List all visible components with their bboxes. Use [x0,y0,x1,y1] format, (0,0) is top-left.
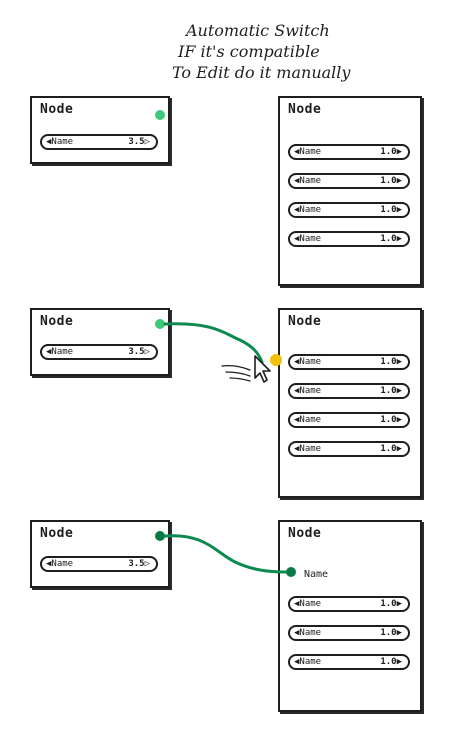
connected-link-wire [163,534,288,574]
field-value: 1.0▶ [380,657,402,667]
note-line-1: Automatic Switch [186,21,330,40]
node-field[interactable]: ◀Name 3.5▷ [40,134,158,150]
node-title: Node [40,526,74,541]
target-node[interactable]: Node ◀Name 1.0▶ ◀Name 1.0▶ ◀Name 1.0▶ ◀N… [278,96,422,286]
field-value: 1.0▶ [380,628,402,638]
field-label: ◀Name [294,176,322,186]
target-node[interactable]: Node ◀Name 1.0▶ ◀Name 1.0▶ ◀Name 1.0▶ ◀N… [278,308,422,498]
field-label: ◀Name [294,599,322,609]
node-title: Node [288,102,322,117]
field-label: ◀Name [294,628,322,638]
node-title: Node [288,314,322,329]
field-value: 3.5▷ [128,559,150,569]
node-field[interactable]: ◀Name 1.0▶ [288,412,410,428]
field-label: ◀Name [46,347,74,357]
field-label: ◀Name [294,357,322,367]
output-socket[interactable] [155,110,165,120]
field-value: 1.0▶ [380,357,402,367]
field-label: ◀Name [294,147,322,157]
node-field[interactable]: ◀Name 1.0▶ [288,625,410,641]
node-title: Node [40,102,74,117]
note-line-2: IF it's compatible [178,42,320,61]
target-node[interactable]: Node Name ◀Name 1.0▶ ◀Name 1.0▶ ◀Name 1.… [278,520,422,712]
field-value: 1.0▶ [380,444,402,454]
field-label: ◀Name [46,137,74,147]
node-field[interactable]: ◀Name 3.5▷ [40,556,158,572]
source-node[interactable]: Node ◀Name 3.5▷ [30,308,170,376]
field-label: ◀Name [294,205,322,215]
node-field[interactable]: ◀Name 3.5▷ [40,344,158,360]
field-label: ◀Name [294,444,322,454]
highlighted-input-socket[interactable] [270,354,282,366]
output-socket[interactable] [155,531,165,541]
node-field[interactable]: ◀Name 1.0▶ [288,202,410,218]
annotation-note: Automatic Switch IF it's compatible To E… [160,20,400,83]
field-value: 3.5▷ [128,137,150,147]
node-field[interactable]: ◀Name 1.0▶ [288,144,410,160]
node-title: Node [40,314,74,329]
output-socket[interactable] [155,319,165,329]
node-field[interactable]: ◀Name 1.0▶ [288,173,410,189]
motion-lines-icon [221,364,251,382]
field-label: ◀Name [46,559,74,569]
field-label: ◀Name [294,386,322,396]
note-line-3: To Edit do it manually [172,63,351,82]
field-value: 1.0▶ [380,205,402,215]
field-value: 1.0▶ [380,599,402,609]
drag-link-wire [163,322,264,364]
field-value: 1.0▶ [380,176,402,186]
field-label: ◀Name [294,657,322,667]
field-value: 1.0▶ [380,234,402,244]
cursor-icon [254,355,271,383]
source-node[interactable]: Node ◀Name 3.5▷ [30,96,170,164]
node-field[interactable]: ◀Name 1.0▶ [288,383,410,399]
field-label: ◀Name [294,415,322,425]
node-field[interactable]: ◀Name 1.0▶ [288,654,410,670]
field-value: 1.0▶ [380,386,402,396]
node-field[interactable]: ◀Name 1.0▶ [288,441,410,457]
field-value: 1.0▶ [380,147,402,157]
node-title: Node [288,526,322,541]
node-field[interactable]: ◀Name 1.0▶ [288,354,410,370]
connected-input-socket[interactable] [286,567,296,577]
field-label: ◀Name [294,234,322,244]
field-value: 3.5▷ [128,347,150,357]
node-field[interactable]: ◀Name 1.0▶ [288,231,410,247]
source-node[interactable]: Node ◀Name 3.5▷ [30,520,170,588]
connected-input-label: Name [304,569,329,580]
node-field[interactable]: ◀Name 1.0▶ [288,596,410,612]
field-value: 1.0▶ [380,415,402,425]
